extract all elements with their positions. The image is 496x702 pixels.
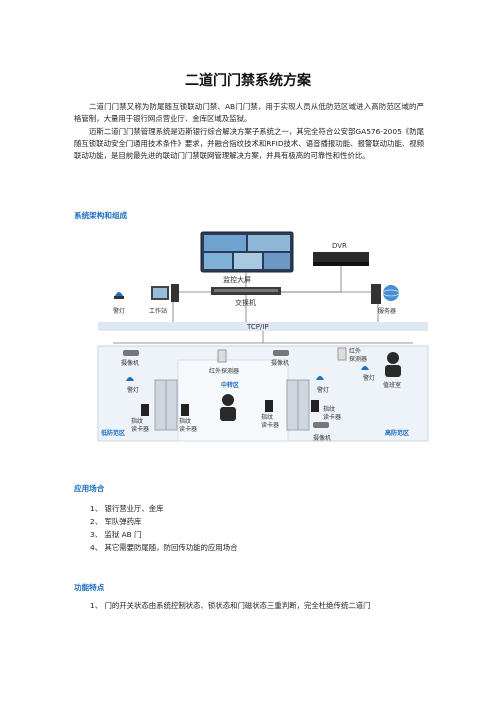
diagram-graphics: [97, 231, 429, 442]
zone-alarm-light-label-middle: 警灯: [317, 387, 330, 394]
feature-item-1: 1、 门的开关状态由系统控制状态、锁状态和门磁状态三重判断，完全杜绝传统二道门: [90, 601, 371, 610]
reader-label-2: 指纹 读卡器: [179, 418, 198, 433]
network-bar: [98, 322, 428, 331]
dvr-icon: [313, 252, 369, 266]
section-heading-features: 功能特点: [74, 583, 105, 592]
alarm-light-icon: [114, 292, 124, 299]
alarm-light-label: 警灯: [113, 308, 126, 315]
list-item: 3、 监狱 AB 门: [90, 530, 142, 539]
high-zone-label: 高防范区: [385, 430, 410, 437]
reader-label-1: 指纹 读卡器: [131, 418, 150, 433]
intro-paragraph-1: 二道门门禁又称为防尾随互锁联动门禁、AB门门禁，用于实现人员从低防范区域进入高防…: [74, 102, 424, 123]
dvr-label: DVR: [332, 242, 347, 250]
monitor-wall-icon: [200, 231, 294, 273]
ir-detector-label: 红外探测器: [209, 368, 240, 375]
low-zone-label: 低防范区: [101, 430, 126, 437]
reader-label-4: 指纹 读卡器: [323, 406, 342, 421]
duty-room-label: 值班室: [383, 382, 402, 389]
ir-detector-icons: [217, 347, 347, 363]
server-icon: [371, 284, 400, 304]
list-item: 4、 其它需要防尾随，防回传功能的应用场合: [90, 543, 238, 552]
network-label: TCP/IP: [247, 323, 269, 331]
workstation-icon: [151, 284, 179, 302]
door-left-icon: [154, 379, 178, 431]
reader-icons: [141, 400, 319, 416]
camera-label-left: 摄像机: [121, 360, 140, 367]
door-right-icon: [286, 379, 310, 431]
camera-icons: [123, 350, 329, 428]
middle-zone-label: 中转区: [221, 382, 240, 389]
ir-detector-label-right: 红外 探测器: [349, 348, 368, 363]
section-heading-architecture: 系统架构和组成: [74, 211, 128, 220]
section-heading-applications: 应用场合: [74, 484, 105, 493]
zone-alarm-light-icons: [126, 366, 369, 381]
monitor-wall-label: 监控大屏: [223, 276, 251, 284]
page-title: 二道门门禁系统方案: [185, 73, 311, 89]
server-label: 服务器: [378, 308, 397, 315]
applications-list: 1、 银行营业厅、金库 2、 军队弹药库 3、 监狱 AB 门 4、 其它需要防…: [90, 502, 237, 554]
list-item: 2、 军队弹药库: [90, 517, 142, 526]
workstation-label: 工作站: [149, 308, 168, 315]
intro-paragraph-2: 迈斯二道门门禁管理系统是迈斯银行综合解决方案子系统之一，其完全符合公安部GA57…: [74, 127, 424, 160]
reader-label-3: 指纹 读卡器: [261, 414, 280, 429]
camera-label-middle: 摄像机: [271, 360, 290, 367]
person-icons: [220, 352, 401, 421]
list-item: 1、 银行营业厅、金库: [90, 504, 164, 513]
switch-label: 交换机: [235, 299, 256, 307]
connection-lines: [172, 266, 379, 322]
zone-alarm-light-label-right: 警灯: [363, 375, 376, 382]
architecture-diagram: 监控大屏 DVR 交换机 警灯 工作站 服务器 TCP/IP 摄像机 红外探测器…: [93, 230, 433, 470]
camera-label-right: 摄像机: [313, 435, 332, 442]
switch-icon: [211, 287, 281, 295]
zone-alarm-light-label-left: 警灯: [127, 387, 140, 394]
